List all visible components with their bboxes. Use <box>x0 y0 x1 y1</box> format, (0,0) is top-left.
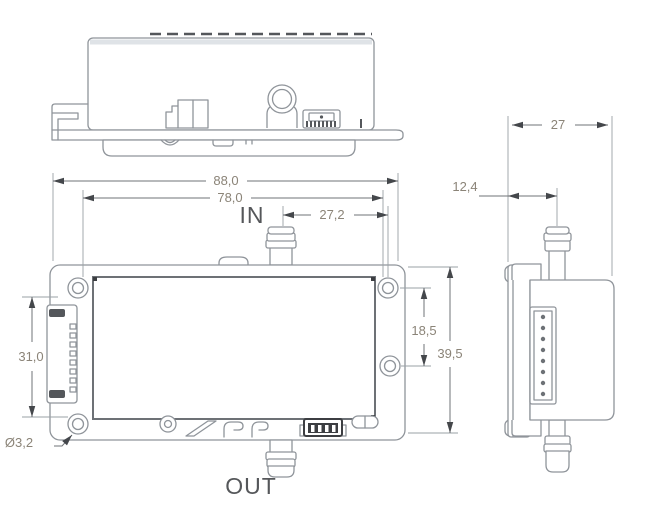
extension-lines <box>22 116 613 434</box>
side-inlet-barb <box>543 226 572 282</box>
top-view-io-connector-pins <box>306 121 336 127</box>
outlet-tip <box>267 465 295 478</box>
front-view <box>46 226 406 478</box>
connector-pin <box>540 369 546 375</box>
connector-pin <box>540 336 546 342</box>
top-view-lower-plate <box>102 139 356 157</box>
io-pin <box>318 425 322 432</box>
dim-overall-width-label: 88,0 <box>213 173 238 188</box>
rail-diagonal-slot <box>185 420 217 437</box>
dim-port-offset-label: 12,4 <box>452 179 477 194</box>
hole-diameter-leader <box>54 434 73 447</box>
connector-pin <box>540 391 546 397</box>
label-corner-mark <box>371 277 375 281</box>
inlet-label: IN <box>240 202 265 228</box>
rail-curl-slots <box>223 421 269 438</box>
side-top-bracket <box>511 263 542 280</box>
side-pin-connector-inner <box>533 310 553 401</box>
outlet-stem <box>269 439 293 454</box>
outlet-label: OUT <box>225 473 277 499</box>
side-pin-connector-housing <box>529 306 557 405</box>
side-outlet-stem <box>548 419 566 439</box>
io-pin <box>325 425 329 432</box>
label-area <box>92 276 376 420</box>
side-outlet-tip <box>545 450 570 473</box>
top-view-screw-dome <box>160 139 180 146</box>
mounting-hole-top-left <box>67 277 89 299</box>
top-view <box>51 32 404 157</box>
dim-hole-spacing-x-label: 78,0 <box>217 190 242 205</box>
dimensions: 88,0 78,0 27,2 IN 18,5 39,5 31,0 Ø3,2 27 <box>5 116 613 499</box>
side-flange <box>507 264 531 438</box>
edge-connector-slot <box>49 309 65 317</box>
connector-pin <box>540 358 546 364</box>
top-view-io-connector-key <box>319 115 324 119</box>
io-connector-body <box>308 423 338 433</box>
inlet-cap <box>267 226 295 235</box>
top-view-top-shade <box>90 39 372 45</box>
dim-inlet-offset-label: 27,2 <box>319 207 344 222</box>
side-view <box>504 226 615 473</box>
top-view-connector-block <box>165 99 209 129</box>
mounting-hole-bottom-left <box>67 413 89 435</box>
dim-hole-diameter-label: Ø3,2 <box>5 435 33 450</box>
dim-connector-length-label: 31,0 <box>18 349 43 364</box>
outlet-barb-fitting <box>265 439 297 478</box>
connector-pin <box>540 347 546 353</box>
top-view-port-bore <box>271 88 293 110</box>
side-pin-connector <box>529 306 557 405</box>
rail-screw-bore <box>163 419 173 429</box>
inlet-barb-fitting <box>265 226 297 266</box>
dim-hole-spacing-y-label: 18,5 <box>411 323 436 338</box>
dim-depth-label: 27 <box>551 117 565 132</box>
label-corner-mark <box>93 277 97 281</box>
top-view-connector-block-lines <box>177 99 194 129</box>
dim-overall-height-label: 39,5 <box>437 346 462 361</box>
io-pin <box>332 425 336 432</box>
side-inlet-cap <box>545 226 570 235</box>
side-inlet-stem <box>548 249 566 282</box>
side-outlet-barb <box>543 419 572 473</box>
connector-pin <box>540 314 546 320</box>
rail-screw <box>159 415 177 433</box>
mounting-hole-mid-right <box>379 355 401 377</box>
top-view-plate-notch <box>212 139 253 147</box>
inlet-stem <box>269 246 293 266</box>
io-pin <box>311 425 315 432</box>
top-view-base-plate <box>51 129 404 141</box>
mounting-hole-top-right <box>377 277 399 299</box>
side-bottom-bracket <box>511 420 542 437</box>
top-view-io-connector-slot <box>308 112 335 122</box>
connector-pin <box>540 380 546 386</box>
edge-connector-slot <box>49 390 65 398</box>
top-view-mounting-tab <box>51 103 89 131</box>
connector-pin <box>540 325 546 331</box>
edge-connector <box>46 304 78 404</box>
bottom-rail <box>159 415 379 438</box>
front-top-tab <box>218 256 249 265</box>
